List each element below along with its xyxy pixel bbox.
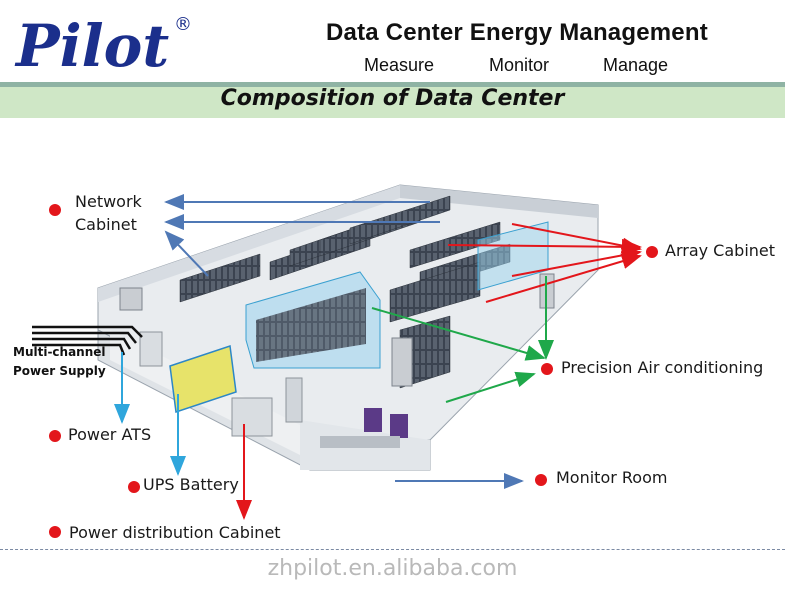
label-array-cabinet: Array Cabinet [665, 241, 776, 260]
arrow-array-1 [447, 238, 642, 255]
arrow-network-3 [164, 230, 209, 277]
arrow-ac-3 [445, 371, 536, 403]
arrow-array-4 [485, 253, 642, 303]
arrow-array-3 [511, 247, 642, 277]
rack-row [179, 253, 261, 303]
arrow-ac-1 [371, 307, 546, 361]
ac-unit [391, 337, 413, 387]
pilot-logo: Pilot ® [14, 14, 192, 74]
right-wall [400, 185, 598, 218]
label-multichannel-line2: Power Supply [13, 364, 106, 378]
label-network-cabinet-line2: Cabinet [75, 215, 137, 234]
label-power-ats: Power ATS [68, 425, 152, 444]
subtitle-monitor: Monitor [489, 55, 550, 75]
arrow-array-2 [511, 223, 642, 254]
ac-unit [119, 287, 143, 311]
logo-text: Pilot [14, 14, 169, 74]
monitor-screen [364, 408, 382, 432]
distribution-cabinet [231, 397, 273, 437]
rack-row [349, 195, 451, 245]
bullet-network-cabinet [49, 204, 61, 216]
containment-racks [256, 288, 366, 362]
page-title: Data Center Energy Management [326, 19, 708, 46]
label-multichannel-line1: Multi-channel [13, 345, 106, 359]
registered-mark: ® [174, 14, 192, 35]
bullet-power-distribution [49, 526, 61, 538]
bullet-monitor-room [535, 474, 547, 486]
label-ups-battery: UPS Battery [143, 475, 239, 494]
power-supply-cables [32, 325, 143, 356]
bullet-precision-air [541, 363, 553, 375]
footer-divider [0, 549, 785, 550]
bullet-array-cabinet [646, 246, 658, 258]
watermark: zhpilot.en.alibaba.com [267, 556, 518, 581]
monitor-screen [390, 414, 408, 438]
ats-cabinet [139, 331, 163, 367]
back-wall [98, 185, 400, 302]
door [285, 377, 303, 423]
label-monitor-room: Monitor Room [556, 468, 668, 487]
bullet-ups-battery [128, 481, 140, 493]
label-power-distribution: Power distribution Cabinet [69, 523, 281, 542]
subtitle-manage: Manage [603, 55, 669, 75]
rack-row [389, 261, 481, 323]
label-precision-air: Precision Air conditioning [561, 358, 764, 377]
label-network-cabinet-line1: Network [75, 192, 142, 211]
subtitle-measure: Measure [364, 55, 435, 75]
section-band [0, 82, 785, 118]
section-title: Composition of Data Center [220, 86, 565, 111]
battery-racks [169, 345, 237, 413]
monitor-desk [320, 436, 400, 448]
bullet-power-ats [49, 430, 61, 442]
